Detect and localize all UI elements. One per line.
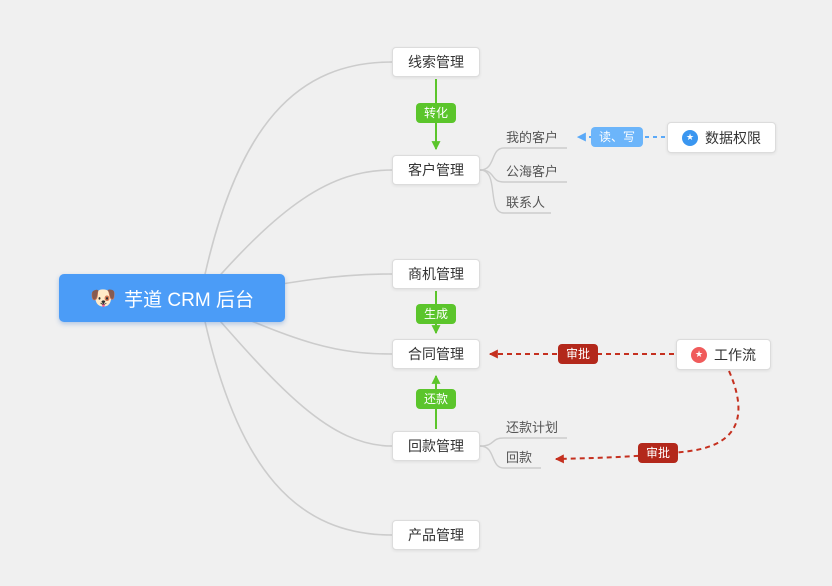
subnode-contacts[interactable]: 联系人 xyxy=(506,195,546,210)
node-label: 回款管理 xyxy=(408,438,464,454)
edge-label-repay[interactable]: 还款 xyxy=(415,389,457,409)
node-product-management[interactable]: 产品管理 xyxy=(392,520,480,550)
node-clue-management[interactable]: 线索管理 xyxy=(392,47,480,77)
subnode-my-customers[interactable]: 我的客户 xyxy=(506,130,559,145)
subnode-public-customers[interactable]: 公海客户 xyxy=(506,164,559,179)
node-workflow[interactable]: ★ 工作流 xyxy=(676,339,771,370)
node-label: 数据权限 xyxy=(705,129,761,146)
edge-receivable-plan xyxy=(479,437,567,447)
subnode-repayment-plan[interactable]: 还款计划 xyxy=(506,420,559,435)
node-contract-management[interactable]: 合同管理 xyxy=(392,339,480,369)
subnode-receipt[interactable]: 回款 xyxy=(506,450,533,465)
edge-label-read-write[interactable]: 读、写 xyxy=(590,127,644,147)
edge-label-approve-receipt[interactable]: 审批 xyxy=(637,443,679,463)
node-label: 合同管理 xyxy=(408,346,464,362)
edge-root-product xyxy=(199,297,393,536)
edge-root-clue xyxy=(199,61,393,299)
node-label: 工作流 xyxy=(714,346,756,363)
edge-label-convert[interactable]: 转化 xyxy=(415,103,457,123)
star-badge-icon: ★ xyxy=(682,129,698,146)
edge-label-approve-contract[interactable]: 审批 xyxy=(557,344,599,364)
node-label: 线索管理 xyxy=(408,54,464,70)
node-customer-management[interactable]: 客户管理 xyxy=(392,155,480,185)
root-label: 芋道 CRM 后台 xyxy=(124,289,254,311)
edge-label-generate[interactable]: 生成 xyxy=(415,304,457,324)
node-label: 产品管理 xyxy=(408,527,464,543)
node-label: 客户管理 xyxy=(408,162,464,178)
node-label: 商机管理 xyxy=(408,266,464,282)
dog-logo-icon: 🐶 xyxy=(90,286,117,310)
node-opportunity-management[interactable]: 商机管理 xyxy=(392,259,480,289)
star-badge-icon: ★ xyxy=(691,346,707,363)
node-data-permission[interactable]: ★ 数据权限 xyxy=(667,122,776,153)
root-node-crm-backend[interactable]: 🐶 芋道 CRM 后台 xyxy=(59,274,285,322)
node-receivable-management[interactable]: 回款管理 xyxy=(392,431,480,461)
